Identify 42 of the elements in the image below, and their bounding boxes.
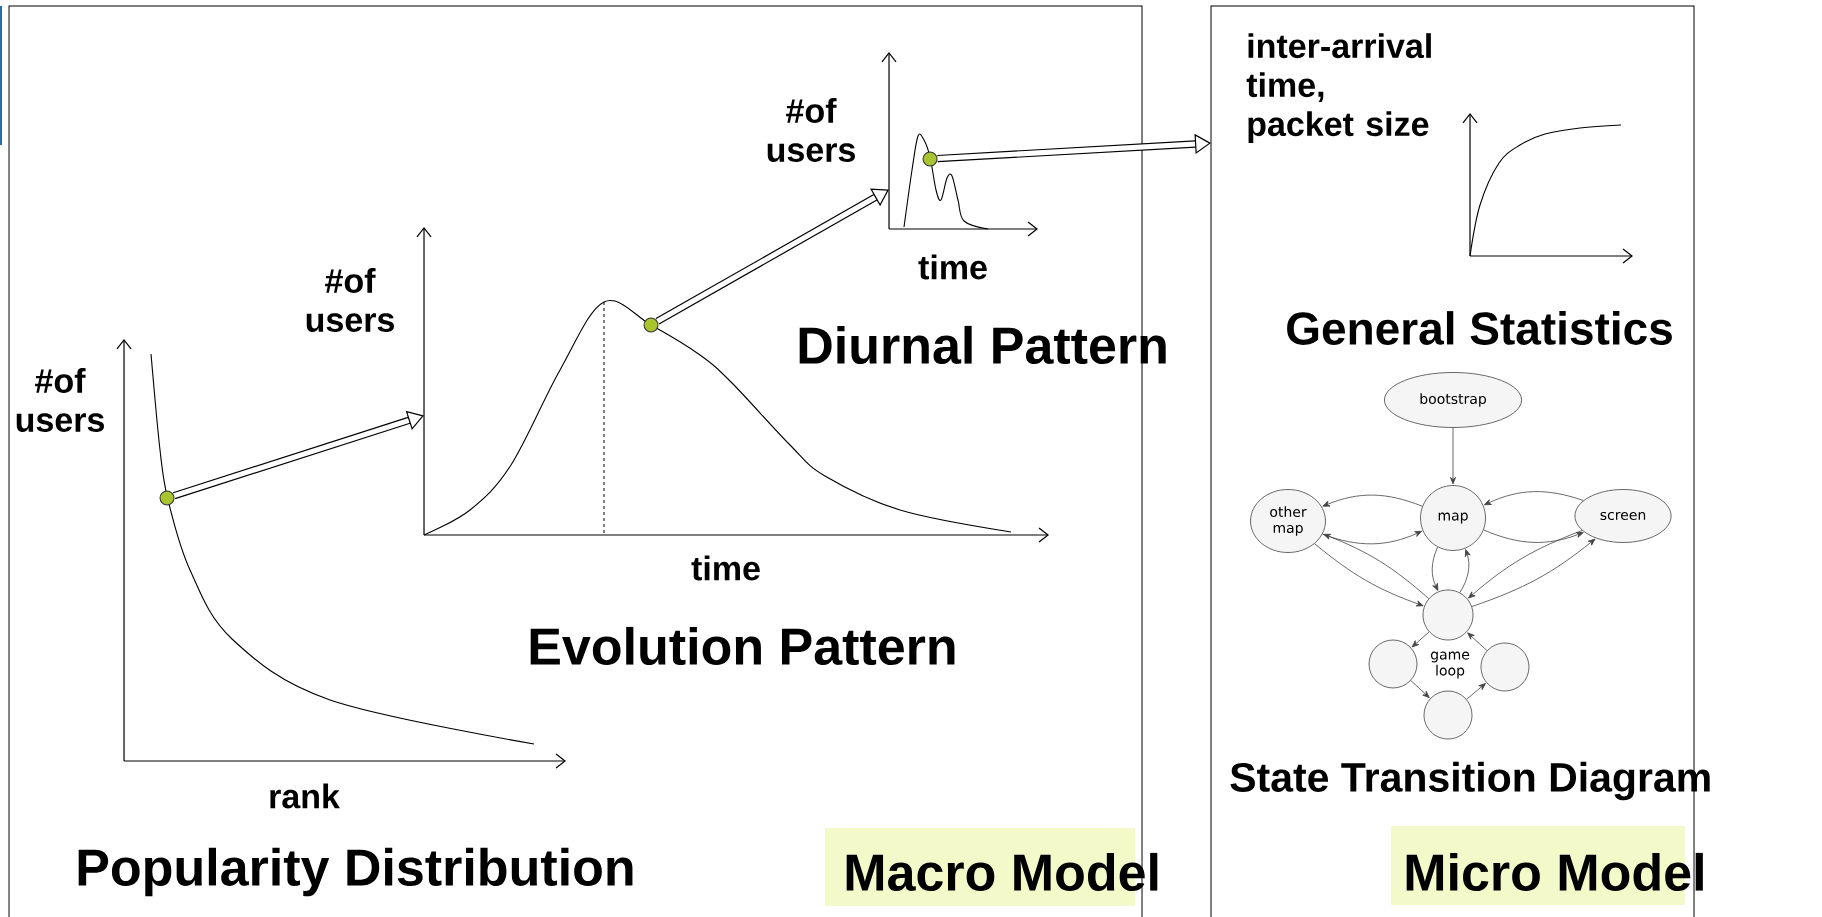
axis-label: time [918,254,987,280]
hollow-arrow [173,410,424,500]
axis-label: #of users [767,98,855,162]
panel-label: Popularity Distribution [78,847,633,897]
state-circle [1480,642,1530,692]
transition-arrow [1323,533,1430,599]
highlighted-label: Micro Model [1391,826,1703,905]
axis-label: #of users [16,368,104,432]
transition-arrow [1468,530,1583,599]
panel-label: General Statistics [1287,311,1672,345]
axis-label: time [691,555,760,581]
transition-arrow [1322,530,1423,545]
transition-arrow [1322,494,1423,507]
transition-arrow [1459,549,1471,593]
transition-arrow [1471,538,1596,607]
hollow-arrow [655,188,889,325]
highlighted-label: Macro Model [825,828,1158,906]
marker-dot [159,490,175,506]
state-circle [1423,690,1473,740]
state-circle [1368,639,1418,689]
marker-dot [643,317,659,333]
hollow-arrow [937,133,1211,163]
axis-label: rank [270,783,340,809]
axis-label: inter-arrival time, packet size [1246,33,1431,143]
axis-label: #of users [306,268,394,332]
transition-arrow [1411,631,1430,648]
panel-label: Diurnal Pattern [799,325,1166,365]
transition-arrow [1450,427,1456,485]
transition-arrow [1467,632,1488,651]
chart-drawing [1462,113,1633,264]
transition-arrow [1483,529,1584,543]
chart-drawing [881,52,1038,237]
transition-arrow [1314,543,1424,607]
transition-arrow [1466,683,1486,700]
transition-arrow [1410,680,1430,699]
transition-arrow [1483,491,1584,506]
panel-label: State Transition Diagram [1230,761,1710,801]
state-circle [1422,589,1474,641]
transition-arrow [1431,546,1439,591]
panel-label: Evolution Pattern [530,626,955,666]
state-label: game loop [1430,651,1470,679]
marker-dot [922,151,938,167]
